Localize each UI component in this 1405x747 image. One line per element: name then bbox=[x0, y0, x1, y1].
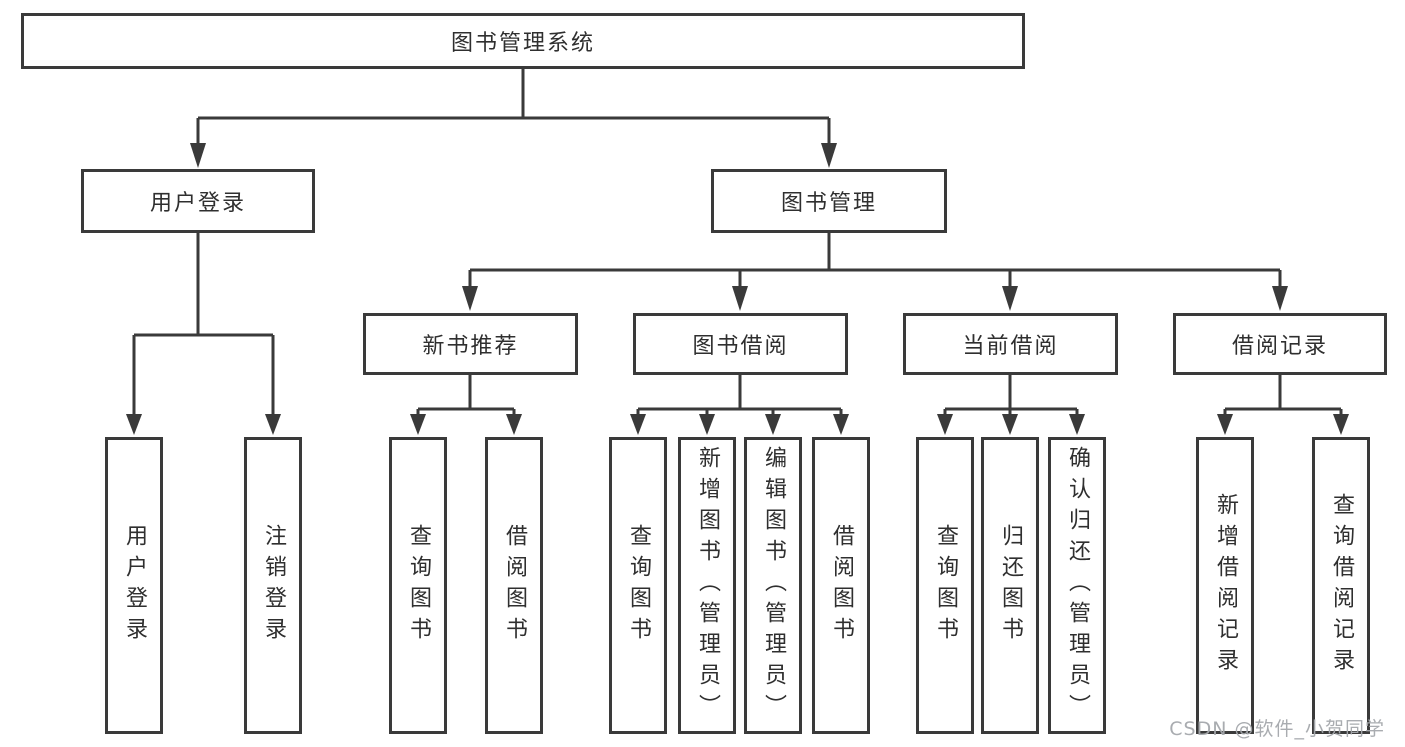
node-label: 图书管理 bbox=[780, 191, 877, 216]
leaf-newbooks-borrow-books: 借阅图书 bbox=[485, 437, 543, 734]
node-label: 新书推荐 bbox=[422, 334, 519, 359]
leaf-newbooks-query-books: 查询图书 bbox=[389, 437, 447, 734]
node-label: 注销登录 bbox=[261, 523, 286, 648]
node-label: 查询借阅记录 bbox=[1329, 492, 1354, 679]
node-label: 归还图书 bbox=[998, 523, 1023, 648]
leaf-current-return-books: 归还图书 bbox=[981, 437, 1039, 734]
node-label: 借阅图书 bbox=[829, 523, 854, 648]
node-label: 编辑图书（管理员） bbox=[761, 446, 786, 725]
node-new-book-recommend: 新书推荐 bbox=[363, 313, 578, 375]
node-book-management: 图书管理 bbox=[711, 169, 947, 233]
node-label: 用户登录 bbox=[122, 523, 147, 648]
leaf-logout: 注销登录 bbox=[244, 437, 302, 734]
leaf-current-query-books: 查询图书 bbox=[916, 437, 974, 734]
node-label: 新增借阅记录 bbox=[1213, 492, 1238, 679]
node-label: 确认归还（管理员） bbox=[1065, 446, 1090, 725]
node-label: 借阅记录 bbox=[1231, 334, 1328, 359]
leaf-borrow-borrow-books: 借阅图书 bbox=[812, 437, 870, 734]
leaf-user-login: 用户登录 bbox=[105, 437, 163, 734]
node-label: 查询图书 bbox=[406, 523, 431, 648]
leaf-borrow-query-books: 查询图书 bbox=[609, 437, 667, 734]
node-label: 查询图书 bbox=[933, 523, 958, 648]
node-label: 图书管理系统 bbox=[450, 31, 595, 56]
csdn-watermark: CSDN @软件_小贺同学 bbox=[1169, 718, 1385, 740]
node-label: 借阅图书 bbox=[502, 523, 527, 648]
node-label: 图书借阅 bbox=[692, 334, 789, 359]
leaf-borrow-edit-books-admin: 编辑图书（管理员） bbox=[744, 437, 802, 734]
leaf-borrow-add-books-admin: 新增图书（管理员） bbox=[678, 437, 736, 734]
node-current-borrow: 当前借阅 bbox=[903, 313, 1118, 375]
node-label: 用户登录 bbox=[149, 191, 246, 216]
node-label: 当前借阅 bbox=[962, 334, 1059, 359]
node-root-library-system: 图书管理系统 bbox=[21, 13, 1025, 69]
node-borrow-records: 借阅记录 bbox=[1173, 313, 1387, 375]
node-label: 新增图书（管理员） bbox=[695, 446, 720, 725]
arrowheads bbox=[126, 143, 1349, 435]
node-user-login: 用户登录 bbox=[81, 169, 315, 233]
leaf-current-confirm-return-admin: 确认归还（管理员） bbox=[1048, 437, 1106, 734]
node-book-borrow: 图书借阅 bbox=[633, 313, 848, 375]
leaf-records-query-record: 查询借阅记录 bbox=[1312, 437, 1370, 734]
leaf-records-add-record: 新增借阅记录 bbox=[1196, 437, 1254, 734]
node-label: 查询图书 bbox=[626, 523, 651, 648]
